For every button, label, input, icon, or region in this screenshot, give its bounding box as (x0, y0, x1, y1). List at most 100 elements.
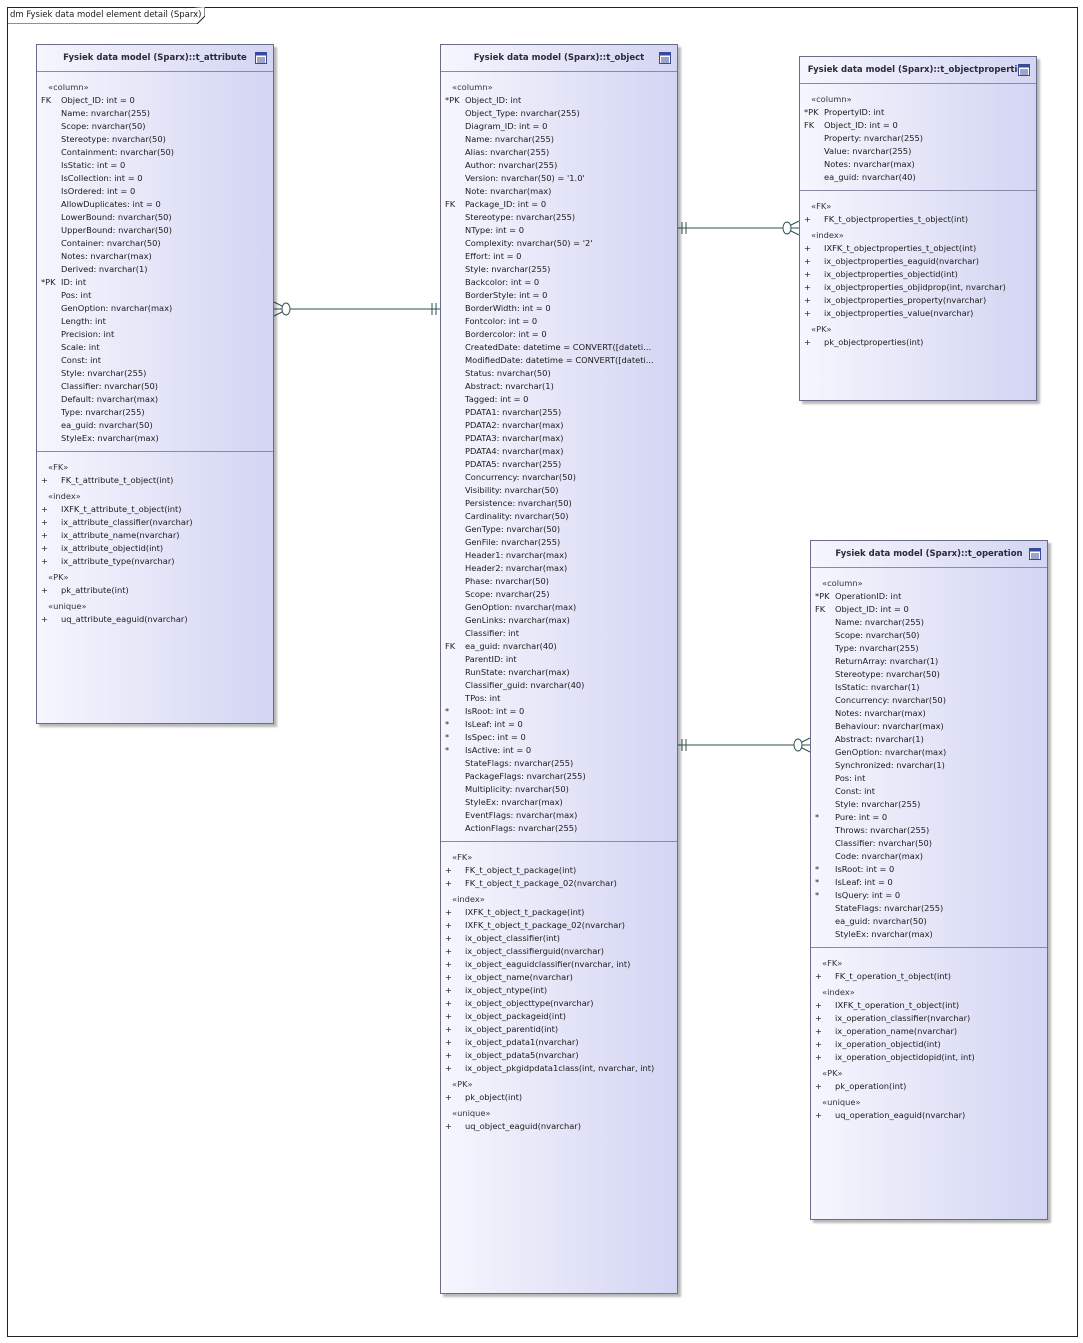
operation-row[interactable]: +IXFK_t_attribute_t_object(int) (37, 503, 273, 516)
column-row[interactable]: *IsRoot: int = 0 (811, 863, 1047, 876)
column-row[interactable]: ea_guid: nvarchar(50) (37, 419, 273, 432)
entity-t-objectproperties[interactable]: Fysiek data model (Sparx)::t_objectprope… (799, 56, 1037, 401)
column-row[interactable]: Abstract: nvarchar(1) (811, 733, 1047, 746)
column-row[interactable]: Classifier: nvarchar(50) (811, 837, 1047, 850)
column-row[interactable]: Fontcolor: int = 0 (441, 315, 677, 328)
column-row[interactable]: Pos: int (811, 772, 1047, 785)
operation-row[interactable]: +ix_object_parentid(int) (441, 1023, 677, 1036)
operation-row[interactable]: +ix_object_pdata5(nvarchar) (441, 1049, 677, 1062)
column-row[interactable]: Const: int (37, 354, 273, 367)
column-row[interactable]: IsStatic: int = 0 (37, 159, 273, 172)
column-row[interactable]: Effort: int = 0 (441, 250, 677, 263)
column-row[interactable]: Cardinality: nvarchar(50) (441, 510, 677, 523)
operation-row[interactable]: +ix_object_name(nvarchar) (441, 971, 677, 984)
column-row[interactable]: Throws: nvarchar(255) (811, 824, 1047, 837)
column-row[interactable]: Name: nvarchar(255) (811, 616, 1047, 629)
column-row[interactable]: Notes: nvarchar(max) (811, 707, 1047, 720)
operation-row[interactable]: +uq_operation_eaguid(nvarchar) (811, 1109, 1047, 1122)
column-row[interactable]: StateFlags: nvarchar(255) (441, 757, 677, 770)
operation-row[interactable]: +uq_attribute_eaguid(nvarchar) (37, 613, 273, 626)
column-row[interactable]: StateFlags: nvarchar(255) (811, 902, 1047, 915)
column-row[interactable]: ModifiedDate: datetime = CONVERT([dateti… (441, 354, 677, 367)
column-row[interactable]: GenFile: nvarchar(255) (441, 536, 677, 549)
column-row[interactable]: Diagram_ID: int = 0 (441, 120, 677, 133)
operation-row[interactable]: +ix_objectproperties_value(nvarchar) (800, 307, 1036, 320)
operation-row[interactable]: +IXFK_t_objectproperties_t_object(int) (800, 242, 1036, 255)
column-row[interactable]: Value: nvarchar(255) (800, 145, 1036, 158)
column-row[interactable]: LowerBound: nvarchar(50) (37, 211, 273, 224)
column-row[interactable]: Classifier: nvarchar(50) (37, 380, 273, 393)
operation-row[interactable]: +ix_object_packageid(int) (441, 1010, 677, 1023)
column-row[interactable]: Complexity: nvarchar(50) = '2' (441, 237, 677, 250)
column-row[interactable]: Synchronized: nvarchar(1) (811, 759, 1047, 772)
column-row[interactable]: PackageFlags: nvarchar(255) (441, 770, 677, 783)
column-row[interactable]: StyleEx: nvarchar(max) (441, 796, 677, 809)
column-row[interactable]: BorderWidth: int = 0 (441, 302, 677, 315)
column-row[interactable]: Scope: nvarchar(25) (441, 588, 677, 601)
column-row[interactable]: Behaviour: nvarchar(max) (811, 720, 1047, 733)
column-row[interactable]: Backcolor: int = 0 (441, 276, 677, 289)
column-row[interactable]: UpperBound: nvarchar(50) (37, 224, 273, 237)
column-row[interactable]: Scale: int (37, 341, 273, 354)
operation-row[interactable]: +ix_attribute_objectid(int) (37, 542, 273, 555)
column-row[interactable]: PDATA2: nvarchar(max) (441, 419, 677, 432)
column-row[interactable]: CreatedDate: datetime = CONVERT([dateti.… (441, 341, 677, 354)
operation-row[interactable]: +ix_object_ntype(int) (441, 984, 677, 997)
column-row[interactable]: Type: nvarchar(255) (811, 642, 1047, 655)
column-row[interactable]: Abstract: nvarchar(1) (441, 380, 677, 393)
column-row[interactable]: ReturnArray: nvarchar(1) (811, 655, 1047, 668)
column-row[interactable]: Multiplicity: nvarchar(50) (441, 783, 677, 796)
column-row[interactable]: Tagged: int = 0 (441, 393, 677, 406)
column-row[interactable]: PDATA3: nvarchar(max) (441, 432, 677, 445)
column-row[interactable]: Persistence: nvarchar(50) (441, 497, 677, 510)
column-row[interactable]: Style: nvarchar(255) (811, 798, 1047, 811)
column-row[interactable]: *IsLeaf: int = 0 (811, 876, 1047, 889)
column-row[interactable]: Derived: nvarchar(1) (37, 263, 273, 276)
column-row[interactable]: Default: nvarchar(max) (37, 393, 273, 406)
operation-row[interactable]: +pk_operation(int) (811, 1080, 1047, 1093)
column-row[interactable]: TPos: int (441, 692, 677, 705)
column-row[interactable]: Pos: int (37, 289, 273, 302)
column-row[interactable]: *Pure: int = 0 (811, 811, 1047, 824)
column-row[interactable]: Version: nvarchar(50) = '1.0' (441, 172, 677, 185)
column-row[interactable]: Author: nvarchar(255) (441, 159, 677, 172)
column-row[interactable]: IsCollection: int = 0 (37, 172, 273, 185)
column-row[interactable]: Code: nvarchar(max) (811, 850, 1047, 863)
column-row[interactable]: Notes: nvarchar(max) (800, 158, 1036, 171)
column-row[interactable]: Visibility: nvarchar(50) (441, 484, 677, 497)
column-row[interactable]: *IsSpec: int = 0 (441, 731, 677, 744)
operation-row[interactable]: +IXFK_t_operation_t_object(int) (811, 999, 1047, 1012)
column-row[interactable]: Scope: nvarchar(50) (811, 629, 1047, 642)
column-row[interactable]: AllowDuplicates: int = 0 (37, 198, 273, 211)
column-row[interactable]: Containment: nvarchar(50) (37, 146, 273, 159)
operation-row[interactable]: +pk_object(int) (441, 1091, 677, 1104)
column-row[interactable]: PDATA4: nvarchar(max) (441, 445, 677, 458)
column-row[interactable]: *IsRoot: int = 0 (441, 705, 677, 718)
column-row[interactable]: Alias: nvarchar(255) (441, 146, 677, 159)
column-row[interactable]: Name: nvarchar(255) (37, 107, 273, 120)
column-row[interactable]: ActionFlags: nvarchar(255) (441, 822, 677, 835)
column-row[interactable]: GenOption: nvarchar(max) (37, 302, 273, 315)
column-row[interactable]: GenOption: nvarchar(max) (811, 746, 1047, 759)
column-row[interactable]: Note: nvarchar(max) (441, 185, 677, 198)
operation-row[interactable]: +pk_attribute(int) (37, 584, 273, 597)
column-row[interactable]: Phase: nvarchar(50) (441, 575, 677, 588)
operation-row[interactable]: +uq_object_eaguid(nvarchar) (441, 1120, 677, 1133)
operation-row[interactable]: +ix_object_eaguidclassifier(nvarchar, in… (441, 958, 677, 971)
column-row[interactable]: PDATA5: nvarchar(255) (441, 458, 677, 471)
column-row[interactable]: Const: int (811, 785, 1047, 798)
column-row[interactable]: Object_Type: nvarchar(255) (441, 107, 677, 120)
operation-row[interactable]: +ix_objectproperties_objectid(int) (800, 268, 1036, 281)
column-row[interactable]: GenOption: nvarchar(max) (441, 601, 677, 614)
column-row[interactable]: *IsLeaf: int = 0 (441, 718, 677, 731)
column-row[interactable]: Precision: int (37, 328, 273, 341)
column-row[interactable]: ea_guid: nvarchar(50) (811, 915, 1047, 928)
column-row[interactable]: Classifier: int (441, 627, 677, 640)
column-row[interactable]: StyleEx: nvarchar(max) (37, 432, 273, 445)
operation-row[interactable]: +ix_operation_name(nvarchar) (811, 1025, 1047, 1038)
column-row[interactable]: ea_guid: nvarchar(40) (800, 171, 1036, 184)
